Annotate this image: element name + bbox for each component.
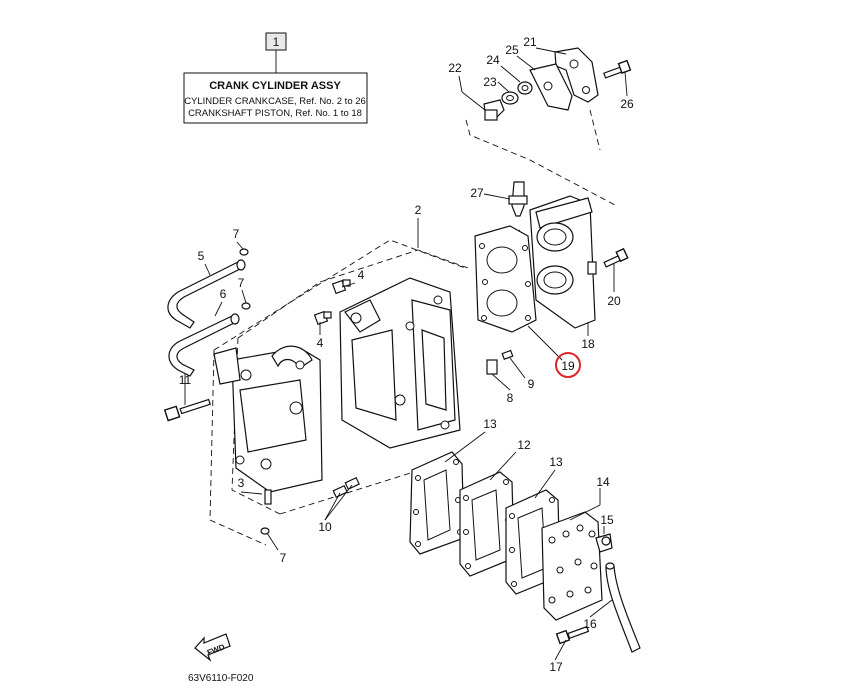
part-8-anode — [486, 359, 498, 375]
callout-22: 22 — [448, 61, 462, 75]
part-10-pins — [332, 476, 360, 498]
callout-24: 24 — [486, 53, 500, 67]
part-16-hose — [605, 562, 641, 653]
callout-4-lower: 4 — [317, 336, 324, 350]
callout-6: 6 — [220, 287, 227, 301]
assembly-reference: 1 CRANK CYLINDER ASSY CYLINDER CRANKCASE… — [183, 32, 368, 124]
part-21-bracket — [554, 47, 599, 103]
callout-13-lower: 13 — [549, 455, 563, 469]
assembly-number: 1 — [273, 35, 280, 49]
callout-8: 8 — [507, 391, 514, 405]
callout-21: 21 — [523, 35, 537, 49]
callout-26: 26 — [620, 97, 634, 111]
part-25-gasket-plate — [529, 63, 573, 111]
part-13-gasket-upper — [409, 451, 465, 555]
part-26-bolt — [603, 59, 632, 79]
part-3-dowel — [264, 489, 272, 505]
callout-18: 18 — [581, 337, 595, 351]
callout-23: 23 — [483, 75, 497, 89]
callout-7-bottom: 7 — [280, 551, 287, 565]
part-7-clip-b — [241, 302, 251, 310]
callout-2: 2 — [415, 203, 422, 217]
part-24-oil-seal — [517, 81, 533, 95]
part-27-spark-plug — [508, 181, 528, 217]
part-4-fitting-upper — [331, 279, 351, 295]
part-4-fitting-lower — [313, 310, 332, 326]
callout-labels: 2 3 4 4 5 6 7 7 7 8 9 10 11 12 13 13 14 … — [179, 35, 634, 674]
crankcase-half — [213, 345, 323, 493]
part-14-exhaust-cover — [541, 511, 603, 621]
callout-20: 20 — [607, 294, 621, 308]
part-2-cylinder-crankcase — [339, 277, 461, 449]
callout-9: 9 — [528, 377, 535, 391]
callout-5: 5 — [198, 249, 205, 263]
part-18-cylinder-head — [529, 195, 597, 329]
part-12-plate — [459, 471, 515, 577]
part-20-bolt — [603, 247, 629, 268]
callout-7-top: 7 — [233, 227, 240, 241]
part-7-clip-a — [239, 248, 249, 256]
assembly-line-1: CYLINDER CRANKCASE, Ref. No. 2 to 26 — [184, 96, 366, 107]
callout-12: 12 — [517, 438, 531, 452]
assembly-title: CRANK CYLINDER ASSY — [209, 80, 341, 92]
callout-3: 3 — [238, 476, 245, 490]
part-23-washer — [501, 91, 519, 105]
part-22-fitting — [483, 99, 505, 121]
callout-14: 14 — [596, 475, 610, 489]
leader-lines — [184, 47, 628, 661]
callout-19: 19 — [561, 359, 575, 373]
part-7-clip-c — [260, 527, 270, 535]
fwd-arrow-icon — [194, 633, 231, 662]
callout-7-middle: 7 — [238, 276, 245, 290]
callout-13-upper: 13 — [483, 417, 497, 431]
diagram-code: 63V6110-F020 — [188, 673, 254, 684]
callout-25: 25 — [505, 43, 519, 57]
callout-16: 16 — [583, 617, 597, 631]
callout-27: 27 — [470, 186, 484, 200]
part-5-hose — [167, 259, 246, 329]
callout-4-upper: 4 — [358, 268, 365, 282]
highlight-circle-19 — [555, 352, 581, 378]
assembly-line-2: CRANKSHAFT PISTON, Ref. No. 1 to 18 — [188, 108, 362, 119]
assembly-info-box — [183, 72, 368, 124]
callout-15: 15 — [600, 513, 614, 527]
part-11-bolt — [163, 398, 211, 422]
callout-10: 10 — [318, 520, 332, 534]
part-6-hose — [168, 313, 240, 377]
part-9-screw — [501, 349, 514, 360]
callout-17: 17 — [549, 660, 563, 674]
part-15-nipple — [595, 533, 613, 553]
callout-11: 11 — [179, 373, 192, 387]
part-19-head-gasket — [474, 225, 537, 333]
fwd-arrow: FWD — [194, 633, 231, 662]
